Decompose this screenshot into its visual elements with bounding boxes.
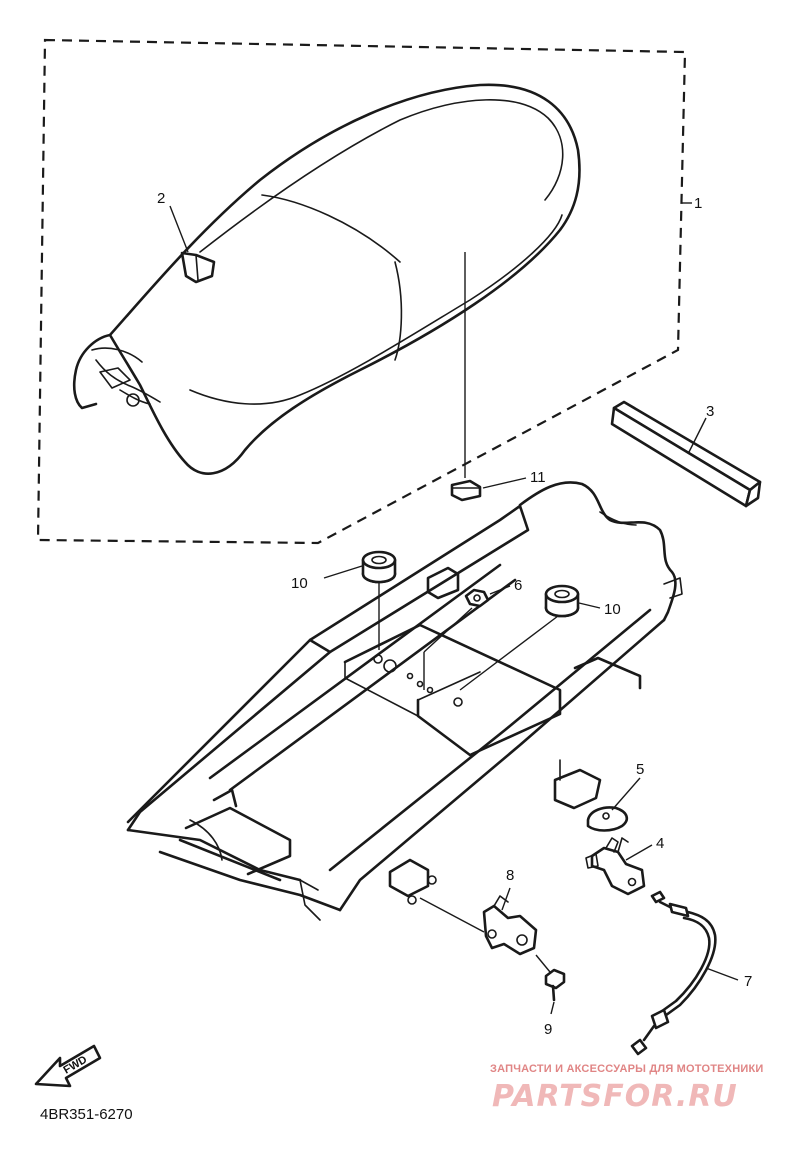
seat	[72, 83, 581, 475]
leader-11	[482, 477, 527, 489]
part-8-lock-holder	[482, 895, 538, 956]
callout-10-right: 10	[604, 601, 621, 618]
leader-10-left	[323, 565, 363, 579]
callout-4: 4	[656, 835, 664, 852]
callout-8: 8	[506, 867, 514, 884]
part-5-lock-plate	[586, 806, 629, 832]
leader-8-frame	[419, 897, 485, 933]
callout-7: 7	[744, 973, 752, 990]
leader-2	[169, 205, 189, 253]
watermark-tagline: ЗАПЧАСТИ И АКСЕССУАРЫ ДЛЯ МОТОТЕХНИКИ	[490, 1063, 763, 1075]
callout-10-left: 10	[291, 575, 308, 592]
leader-6-down	[423, 607, 473, 653]
part-4-seat-lock	[585, 837, 646, 896]
callout-11: 11	[530, 469, 546, 486]
leader-3	[687, 417, 707, 455]
watermark-logo: PARTSFOR.RU	[492, 1079, 738, 1114]
callout-6: 6	[514, 577, 522, 594]
part-11-seat-bracket	[450, 479, 482, 502]
leader-8	[501, 887, 511, 911]
callout-9: 9	[544, 1021, 552, 1038]
callout-2: 2	[157, 190, 165, 207]
fwd-arrow-icon	[34, 1044, 102, 1088]
leader-10-right	[578, 602, 601, 609]
part-2-seat-hook	[180, 251, 216, 284]
part-9-bolt	[544, 968, 566, 1002]
callout-5: 5	[636, 761, 644, 778]
callout-3: 3	[706, 403, 714, 420]
part-10-damper-left	[361, 550, 397, 584]
leader-4	[625, 844, 653, 861]
part-7-lock-cable	[630, 890, 717, 1056]
seat-assembly-boundary	[36, 38, 687, 545]
leader-10-right-down	[459, 615, 559, 691]
part-code: 4BR351-6270	[40, 1106, 133, 1123]
callout-1: 1	[694, 195, 702, 212]
leader-9-up	[535, 954, 551, 973]
leader-9	[550, 1001, 555, 1015]
leader-6	[489, 585, 511, 595]
part-6-nut	[464, 588, 490, 608]
leader-5	[611, 777, 641, 811]
leader-7	[705, 967, 739, 981]
rear-frame	[126, 481, 683, 921]
part-10-damper-right	[544, 584, 580, 618]
part-3-foam-strip	[610, 400, 762, 508]
